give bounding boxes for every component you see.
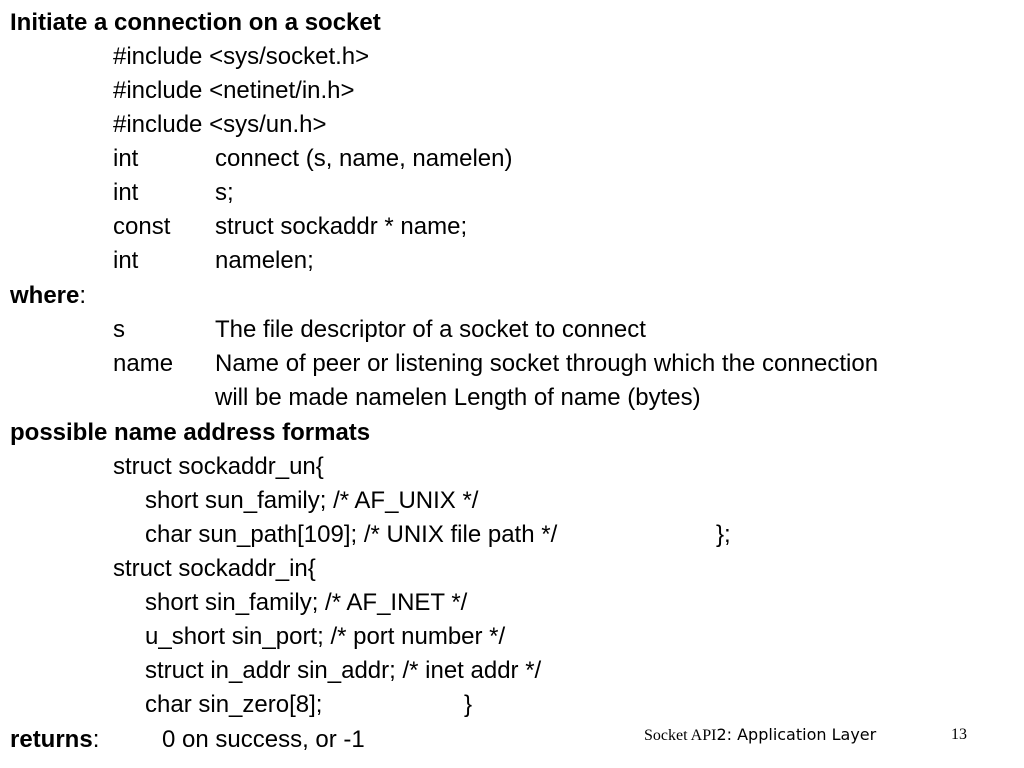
where-heading: where: [10,279,86,313]
include-sys-un: #include <sys/un.h> [113,111,327,138]
heading-connect: Initiate a connection on a socket [10,9,381,36]
sockaddr-in-field: u_short sin_port; /* port number */ [145,623,506,650]
formats-heading: possible name address formats [10,419,371,446]
page-number: 13 [951,726,967,743]
sockaddr-in-field: struct in_addr sin_addr; /* inet addr */ [145,657,542,684]
footer-title: Socket API2: Application Layer [644,722,876,748]
returns-colon: : [92,726,100,753]
include-netinet-in: #include <netinet/in.h> [113,77,355,104]
footer-prefix: Socket API [644,727,717,744]
param-desc-continued: will be made namelen Length of name (byt… [215,384,701,411]
param-desc: The file descriptor of a socket to conne… [215,316,646,343]
where-colon: : [79,282,87,309]
param-desc: Name of peer or listening socket through… [215,350,879,377]
signature-type: int [113,247,139,274]
signature-decl: connect (s, name, namelen) [215,145,513,172]
signature-decl: s; [215,179,234,206]
returns-value: 0 on success, or -1 [162,726,365,753]
signature-decl: namelen; [215,247,314,274]
returns-label: returns [10,726,93,753]
signature-decl: struct sockaddr * name; [215,213,468,240]
param-name: name [113,350,174,377]
returns-heading: returns: [10,723,99,757]
sockaddr-in-field: char sin_zero[8]; [145,691,323,718]
sockaddr-in-field: short sin_family; /* AF_INET */ [145,589,468,616]
sockaddr-in-close: } [464,691,473,718]
where-label: where [10,282,80,309]
include-sys-socket: #include <sys/socket.h> [113,43,370,70]
sockaddr-in-open: struct sockaddr_in{ [113,555,316,582]
param-name: s [113,316,125,343]
sockaddr-un-field: short sun_family; /* AF_UNIX */ [145,487,479,514]
sockaddr-un-field: char sun_path[109]; /* UNIX file path */ [145,521,558,548]
sockaddr-un-close: }; [716,521,731,548]
sockaddr-un-open: struct sockaddr_un{ [113,453,324,480]
signature-type: int [113,179,139,206]
footer-suffix: 2: Application Layer [716,725,877,744]
signature-type: int [113,145,139,172]
signature-type: const [113,213,171,240]
